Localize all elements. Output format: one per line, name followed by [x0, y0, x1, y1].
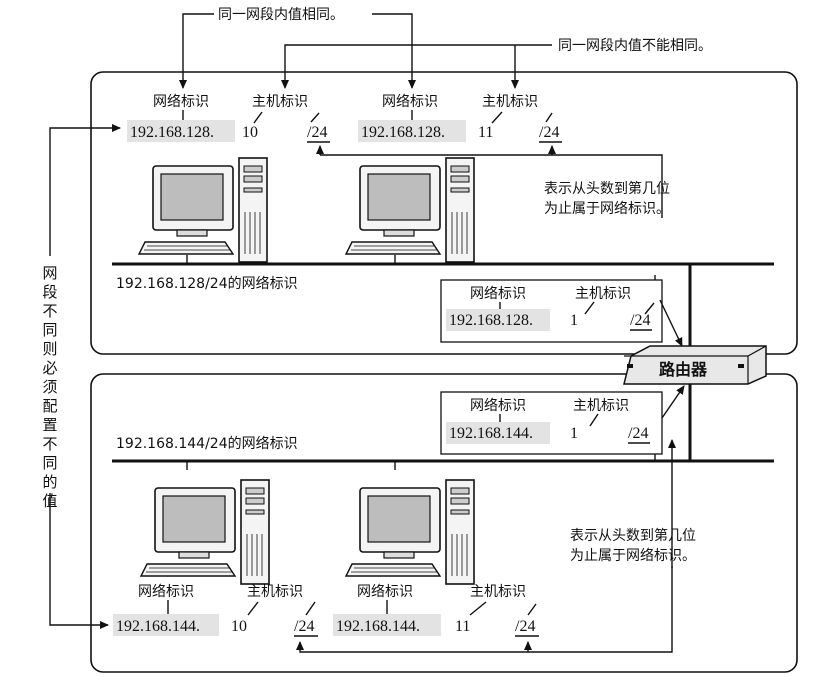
seg2-host2-host-value: 11 [455, 618, 470, 635]
seg1-computer-2 [345, 157, 475, 263]
segment-1-frame [90, 71, 798, 355]
seg1-host-1: 网络标识 192.168.128. 主机标识 10 /24 [127, 94, 330, 143]
seg1-prefix-note-1: 表示从头数到第几位 [544, 180, 670, 197]
seg2-host1-net-label: 网络标识 [138, 584, 194, 600]
seg1-host1-net-label: 网络标识 [153, 94, 209, 110]
router-label: 路由器 [659, 360, 708, 379]
seg2-host-2: 网络标识 192.168.144. 主机标识 11 /24 [333, 584, 539, 637]
seg2-host2-net-label: 网络标识 [357, 584, 413, 600]
seg2-router-iface: 网络标识 192.168.144. 主机标识 1 /24 [440, 391, 663, 455]
seg2-host2-net-value: 192.168.144. [336, 618, 420, 635]
segment-2-frame [90, 373, 798, 673]
seg1-host2-net-label: 网络标识 [382, 94, 438, 110]
seg1-host1-prefix: /24 [307, 124, 327, 141]
svg-text:1: 1 [570, 425, 578, 442]
seg1-computer-1 [138, 157, 268, 263]
seg2-host-1: 网络标识 192.168.144. 主机标识 10 /24 [113, 584, 318, 637]
svg-text:1: 1 [570, 312, 578, 329]
seg1-host2-host-value: 11 [478, 124, 493, 141]
seg1-router-iface: 网络标识 192.168.128. 主机标识 1 /24 [440, 279, 663, 343]
seg1-prefix-pointer [552, 154, 663, 218]
router-device: 路由器 [623, 345, 767, 385]
callout-same-text: 同一网段内值相同。 [218, 7, 344, 23]
seg1-network-name: 192.168.128/24的网络标识 [116, 276, 298, 292]
seg2-network-name: 192.168.144/24的网络标识 [116, 436, 298, 452]
seg1-host2-prefix: /24 [539, 124, 559, 141]
seg1-prefix-note-2: 为止属于网络标识。 [544, 201, 670, 217]
seg1-host1-host-value: 10 [242, 124, 258, 141]
seg2-host2-host-label: 主机标识 [470, 584, 526, 600]
callout-same-values: 同一网段内值相同。 [179, 7, 416, 89]
seg2-host1-net-value: 192.168.144. [116, 618, 200, 635]
svg-text:192.168.128.: 192.168.128. [449, 312, 533, 329]
seg2-host1-host-label: 主机标识 [247, 584, 303, 600]
seg1-host1-net-value: 192.168.128. [130, 124, 214, 141]
svg-text:网络标识: 网络标识 [470, 286, 526, 302]
seg1-host1-host-label: 主机标识 [252, 94, 308, 110]
seg2-prefix-note-2: 为止属于网络标识。 [570, 548, 696, 564]
svg-text:主机标识: 主机标识 [573, 398, 629, 414]
vertical-note: 网段不同则必须配置不同的值 [42, 124, 121, 629]
vertical-note-text: 网段不同则必须配置不同的值 [42, 264, 57, 510]
svg-text:主机标识: 主机标识 [575, 286, 631, 302]
svg-text:网络标识: 网络标识 [470, 398, 526, 414]
seg2-host2-prefix: /24 [515, 618, 535, 635]
seg2-prefix-note-1: 表示从头数到第几位 [570, 527, 696, 544]
svg-text:/24: /24 [628, 425, 648, 442]
seg1-host-2: 网络标识 192.168.128. 主机标识 11 /24 [358, 94, 562, 143]
seg2-computer-2 [345, 479, 475, 585]
seg2-host1-prefix: /24 [294, 618, 314, 635]
seg2-computer-1 [140, 479, 270, 585]
seg1-host2-net-value: 192.168.128. [361, 124, 445, 141]
svg-text:/24: /24 [630, 312, 650, 329]
callout-different-text: 同一网段内值不能相同。 [558, 38, 712, 54]
svg-text:192.168.144.: 192.168.144. [449, 425, 533, 442]
seg1-host2-host-label: 主机标识 [482, 94, 538, 110]
callout-different-values: 同一网段内值不能相同。 [281, 38, 712, 89]
seg2-host1-host-value: 10 [231, 618, 247, 635]
